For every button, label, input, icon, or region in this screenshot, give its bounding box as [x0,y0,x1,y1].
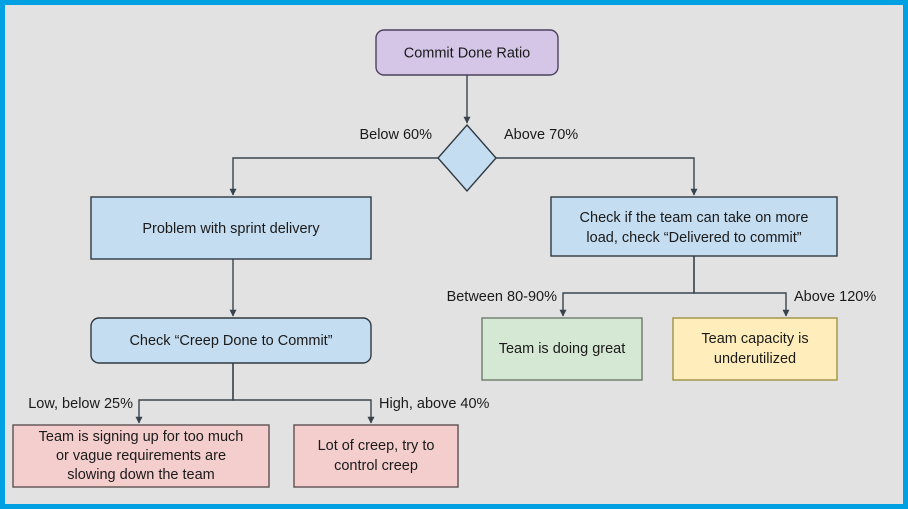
node-team-signing-up-too-much-shape [12,424,270,488]
node-check-team-capacity[interactable]: Check if the team can take on more load,… [550,196,838,257]
node-team-signing-up-too-much-line1: Team is signing up for too much [39,429,244,445]
node-problem-with-sprint-delivery-shape [90,196,372,260]
node-team-signing-up-too-much[interactable]: Team is signing up for too much or vague… [12,424,270,488]
edge-decision-to-problem-sprint [229,157,438,196]
node-decision-diamond[interactable] [437,123,497,193]
edge-check-capacity-to-underutilized [693,256,790,317]
node-commit-done-ratio-label: Commit Done Ratio [404,45,531,61]
node-check-team-capacity-shape [550,196,838,257]
node-decision-diamond-shape [437,123,497,193]
node-check-creep-done-to-commit-label: Check “Creep Done to Commit” [129,333,332,349]
node-lot-of-creep-shape [293,424,459,488]
edge-check-capacity-to-doing-great [559,256,695,317]
node-check-creep-done-to-commit[interactable]: Check “Creep Done to Commit” [90,317,372,364]
node-lot-of-creep[interactable]: Lot of creep, try to control creep [293,424,459,488]
node-team-capacity-underutilized[interactable]: Team capacity is underutilized [672,317,838,381]
node-problem-with-sprint-delivery-label: Problem with sprint delivery [142,221,320,237]
node-check-team-capacity-line1: Check if the team can take on more [580,210,809,226]
node-team-capacity-underutilized-shape [672,317,838,381]
node-check-team-capacity-line2: load, check “Delivered to commit” [586,230,801,246]
edge-label-between-80-90: Between 80-90% [447,289,558,305]
node-team-signing-up-too-much-line3: slowing down the team [67,467,215,483]
node-commit-done-ratio[interactable]: Commit Done Ratio [375,29,559,76]
node-team-capacity-underutilized-line2: underutilized [714,351,796,367]
edge-label-low-below-25: Low, below 25% [28,396,133,412]
edge-label-high-above-40: High, above 40% [379,396,490,412]
edge-check-creep-to-signing-up [135,363,234,424]
node-lot-of-creep-line1: Lot of creep, try to [318,438,435,454]
node-team-is-doing-great-shape [481,317,643,381]
node-commit-done-ratio-shape [375,29,559,76]
edge-decision-to-check-capacity [496,157,698,196]
node-team-capacity-underutilized-line1: Team capacity is [701,331,808,347]
node-team-is-doing-great[interactable]: Team is doing great [481,317,643,381]
edge-label-below-60: Below 60% [359,127,432,143]
flowchart-svg: Commit Done Ratio Below 60% Above 70% Pr… [12,29,876,488]
node-team-signing-up-too-much-line2: or vague requirements are [56,448,226,464]
node-team-is-doing-great-label: Team is doing great [499,341,626,357]
edge-label-above-120: Above 120% [794,289,876,305]
edge-label-above-70: Above 70% [504,127,578,143]
node-check-creep-done-to-commit-shape [90,317,372,364]
edge-check-creep-to-lot-of-creep [232,363,375,424]
node-problem-with-sprint-delivery[interactable]: Problem with sprint delivery [90,196,372,260]
node-lot-of-creep-line2: control creep [334,458,418,474]
